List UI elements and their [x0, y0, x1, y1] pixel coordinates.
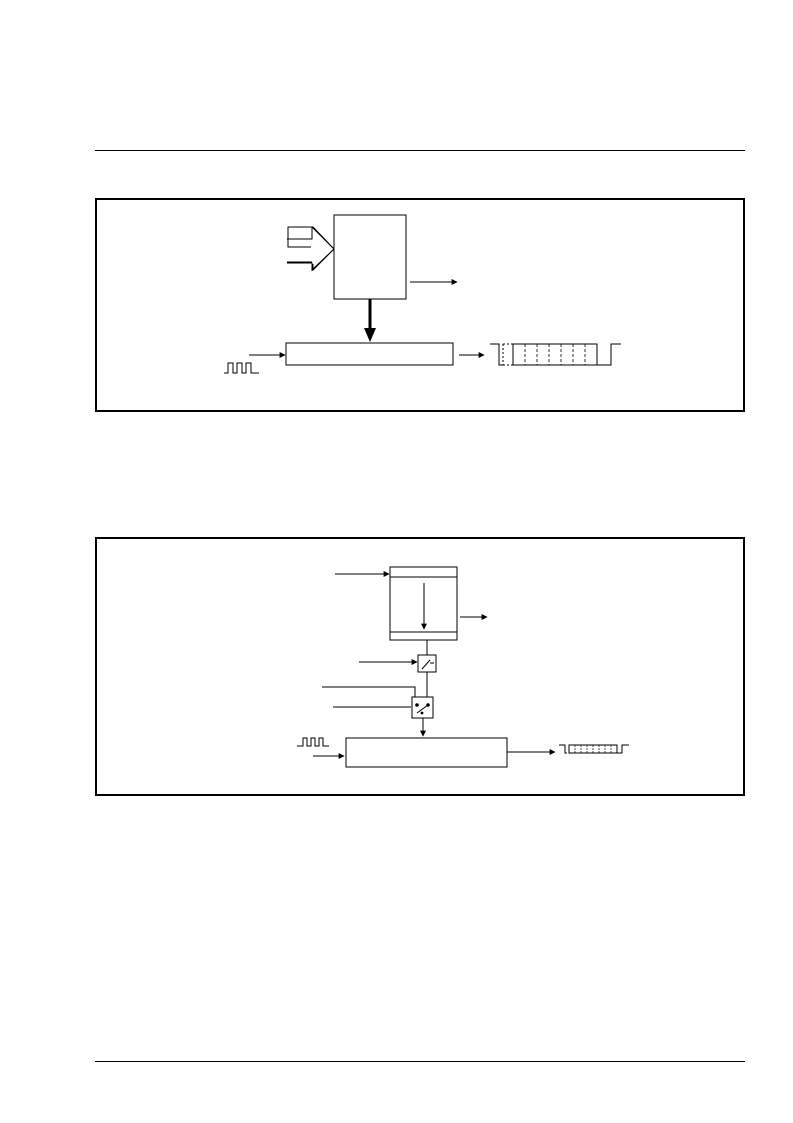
switch-b-control-line-1 — [322, 686, 416, 697]
switch-a — [417, 654, 437, 673]
bold-load-arrow — [364, 299, 376, 342]
register-block — [333, 214, 407, 300]
clock-waveform-icon — [297, 737, 329, 747]
switch-b — [411, 696, 434, 719]
footer-rule — [95, 1061, 745, 1062]
serial-frame-waveform — [490, 343, 621, 366]
buffer-block — [389, 566, 458, 641]
clock-waveform-icon — [224, 362, 259, 374]
figure-2-diagram — [297, 566, 629, 768]
figure-2-frame — [95, 537, 745, 796]
figure-1-diagram — [224, 214, 621, 374]
serial-frame-waveform — [559, 744, 629, 754]
header-rule — [95, 150, 745, 151]
shift-register — [345, 737, 508, 768]
wide-input-arrow — [287, 226, 335, 272]
figure-1-frame — [95, 198, 745, 412]
shift-register — [285, 342, 454, 366]
